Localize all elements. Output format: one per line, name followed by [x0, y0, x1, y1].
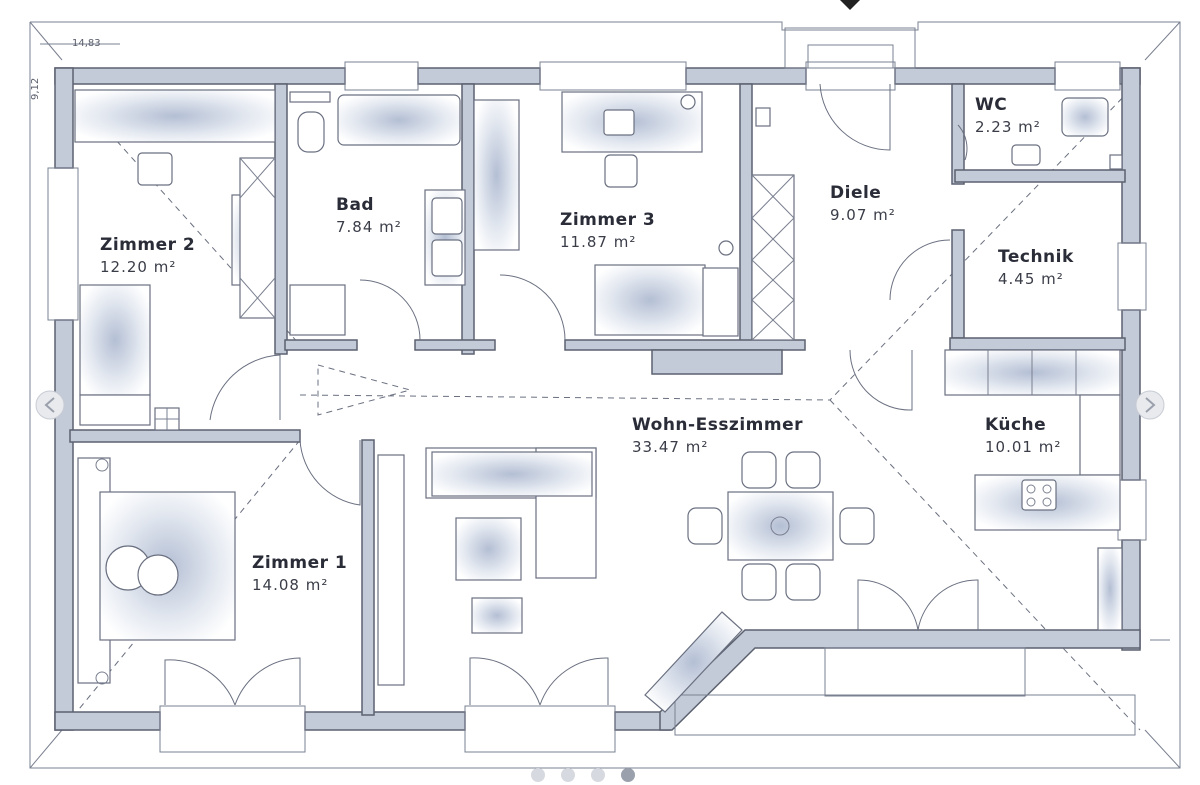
room-area-bad: 7.84 m² — [336, 218, 402, 236]
doors — [164, 83, 979, 706]
room-labels: Zimmer 2 12.20 m² Bad 7.84 m² Zimmer 3 1… — [100, 95, 1074, 594]
wohn-furniture — [317, 364, 875, 713]
north-marker — [840, 0, 860, 10]
zimmer2-furniture — [74, 89, 276, 431]
diele-furniture — [751, 97, 1123, 341]
room-name-wohn: Wohn-Esszimmer — [632, 415, 803, 435]
width-dimension: 14,83 — [72, 38, 101, 49]
carousel-dot[interactable] — [561, 768, 575, 782]
room-name-wc: WC — [975, 95, 1007, 115]
room-name-zimmer1: Zimmer 1 — [252, 553, 347, 573]
carousel-indicator — [531, 768, 635, 782]
room-area-wohn: 33.47 m² — [632, 438, 708, 456]
bay-window-top-inner — [807, 44, 894, 69]
room-name-diele: Diele — [830, 183, 881, 203]
room-area-kueche: 10.01 m² — [985, 438, 1061, 456]
zimmer3-furniture — [473, 91, 739, 337]
chevron-left-icon — [44, 397, 55, 413]
room-name-bad: Bad — [336, 195, 374, 215]
room-area-wc: 2.23 m² — [975, 118, 1041, 136]
room-name-zimmer3: Zimmer 3 — [560, 210, 655, 230]
carousel-next-button[interactable] — [1135, 390, 1165, 420]
zimmer1-furniture — [77, 457, 236, 685]
windows — [47, 61, 1147, 753]
carousel-dot[interactable] — [531, 768, 545, 782]
bad-furniture — [289, 91, 466, 336]
roof-outline — [29, 21, 1181, 769]
room-name-technik: Technik — [998, 247, 1074, 267]
kueche-furniture — [944, 349, 1123, 631]
carousel-prev-button[interactable] — [35, 390, 65, 420]
room-area-diele: 9.07 m² — [830, 206, 896, 224]
chevron-right-icon — [1145, 397, 1156, 413]
room-area-technik: 4.45 m² — [998, 270, 1064, 288]
room-name-zimmer2: Zimmer 2 — [100, 235, 195, 255]
carousel-dot[interactable] — [621, 768, 635, 782]
dimension-lines: 14,83 9,12 — [30, 38, 1170, 641]
carousel-dot[interactable] — [591, 768, 605, 782]
depth-dimension: 9,12 — [30, 78, 41, 100]
room-area-zimmer2: 12.20 m² — [100, 258, 176, 276]
room-area-zimmer3: 11.87 m² — [560, 233, 636, 251]
room-area-zimmer1: 14.08 m² — [252, 576, 328, 594]
room-name-kueche: Küche — [985, 415, 1046, 435]
